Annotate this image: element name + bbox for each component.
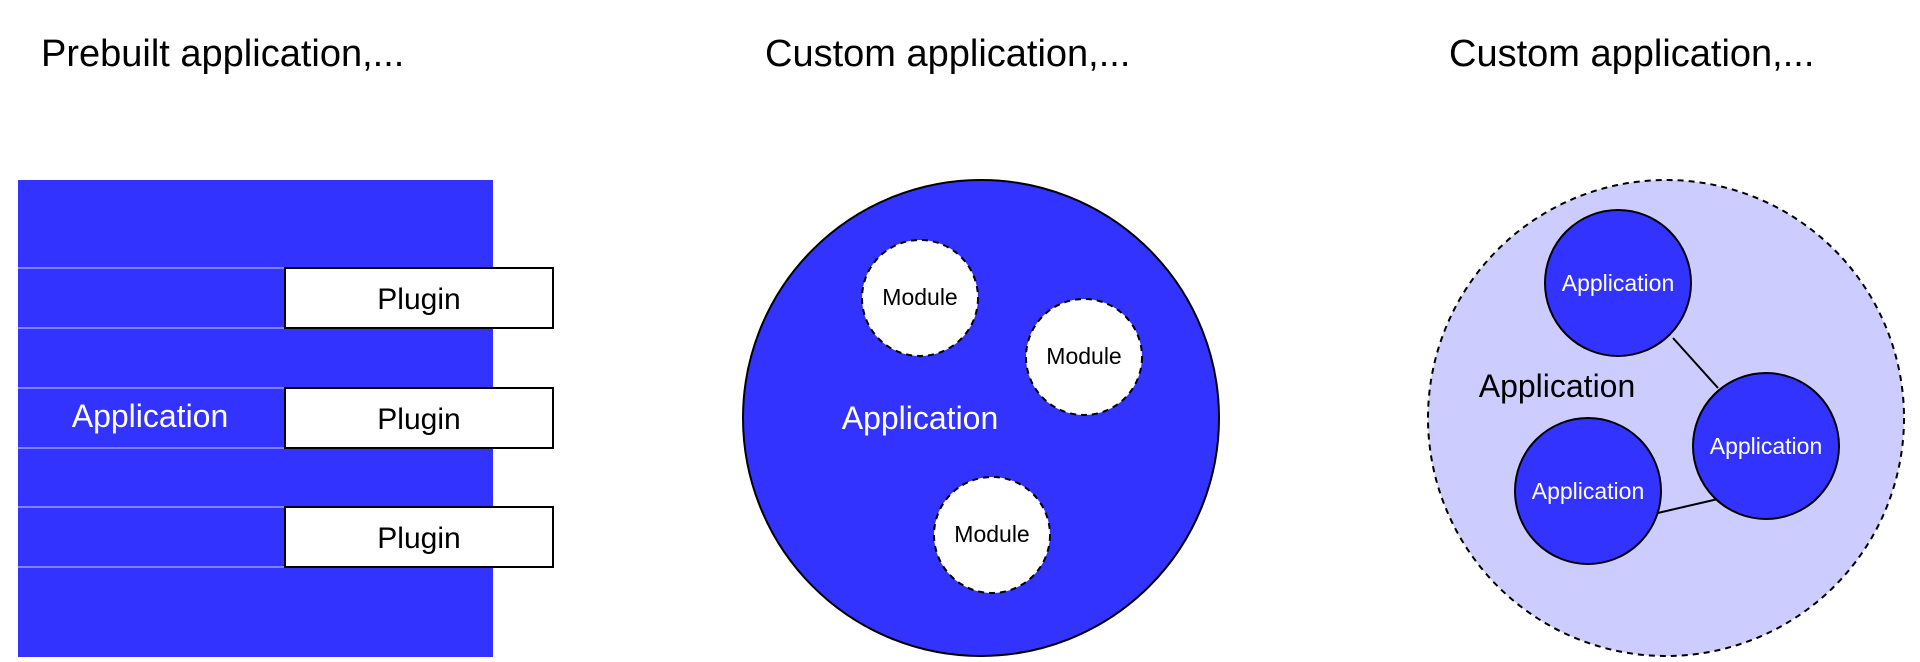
plugin-box: Plugin: [284, 387, 554, 449]
custom-apps-panel: Application Application Application Appl…: [1427, 179, 1905, 657]
module-label: Module: [1046, 343, 1121, 369]
module-label: Module: [954, 521, 1029, 547]
plugin-label: Plugin: [377, 403, 460, 436]
connector-line: [1672, 337, 1719, 389]
sub-application-circle: Application: [1514, 417, 1662, 565]
outer-application-label: Application: [1479, 368, 1636, 404]
application-label: Application: [72, 398, 229, 434]
application-label: Application: [842, 400, 999, 436]
module-circle: Module: [861, 239, 979, 357]
title-custom-modules: Custom application,...: [765, 33, 1130, 75]
connector-line: [1648, 498, 1719, 516]
sub-application-label: Application: [1562, 270, 1675, 296]
sub-application-label: Application: [1710, 433, 1823, 459]
sub-application-circle: Application: [1692, 372, 1840, 520]
prebuilt-panel: Application Plugin Plugin Plugin: [18, 180, 554, 657]
title-prebuilt: Prebuilt application,...: [41, 33, 404, 75]
module-circle: Module: [1025, 298, 1143, 416]
plugin-label: Plugin: [377, 522, 460, 555]
plugin-label: Plugin: [377, 283, 460, 316]
module-circle: Module: [933, 476, 1051, 594]
title-custom-apps: Custom application,...: [1449, 33, 1814, 75]
sub-application-circle: Application: [1544, 209, 1692, 357]
custom-modules-panel: Application Module Module Module: [742, 179, 1220, 657]
module-label: Module: [882, 284, 957, 310]
plugin-box: Plugin: [284, 506, 554, 568]
plugin-box: Plugin: [284, 267, 554, 329]
sub-application-label: Application: [1532, 478, 1645, 504]
